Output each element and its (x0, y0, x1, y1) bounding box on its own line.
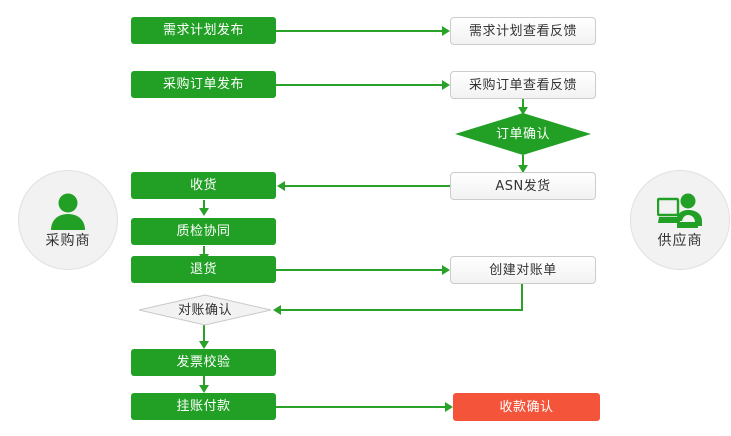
connector-demand-plan (276, 30, 442, 32)
arrowhead-return-to-statement (442, 265, 450, 275)
node-po-publish[interactable]: 采购订单发布 (131, 71, 276, 98)
node-label: 质检协同 (176, 224, 231, 239)
actor-buyer[interactable]: 采购商 (18, 170, 118, 270)
arrowhead-asn-to-receive (277, 181, 285, 191)
connector-confirm-to-asn (522, 155, 524, 174)
node-label: 退货 (189, 262, 217, 277)
connector-return-to-statement (276, 269, 442, 271)
connector-statement-left (281, 309, 523, 311)
node-label: 收款确认 (499, 399, 554, 415)
person-at-computer-icon (657, 193, 702, 228)
node-pending-payment[interactable]: 挂账付款 (131, 393, 276, 420)
connector-payment-to-receipt (276, 406, 445, 408)
arrowhead-po-to-confirm (518, 107, 528, 115)
node-statement-confirm[interactable]: 对账确认 (138, 294, 272, 326)
connector-confirm-to-invoice (203, 325, 205, 343)
arrowhead-invoice-to-payment (199, 385, 209, 393)
node-label: 发票校验 (176, 355, 231, 370)
node-quality-check[interactable]: 质检协同 (131, 218, 276, 245)
node-label: 需求计划查看反馈 (468, 23, 577, 39)
diamond-shape-gray (138, 294, 272, 326)
arrowhead-receive-to-qc (199, 208, 209, 216)
connector-invoice-to-payment (203, 376, 205, 388)
arrowhead-demand-plan (442, 26, 450, 36)
actor-buyer-label: 采购商 (45, 233, 91, 249)
node-label: 采购订单发布 (162, 77, 244, 92)
connector-po-publish (276, 84, 442, 86)
connector-receive-to-qc (203, 200, 205, 210)
actor-supplier-label: 供应商 (657, 233, 703, 249)
node-return-goods[interactable]: 退货 (131, 256, 276, 283)
node-asn-shipment[interactable]: ASN发货 (450, 172, 596, 200)
diamond-shape-green (455, 113, 591, 155)
connector-qc-to-return (203, 246, 205, 256)
node-demand-plan-feedback[interactable]: 需求计划查看反馈 (450, 17, 596, 45)
node-demand-plan-publish[interactable]: 需求计划发布 (131, 17, 276, 44)
node-receipt-confirm[interactable]: 收款确认 (453, 393, 600, 421)
node-label: 对账确认 (177, 302, 232, 318)
node-label: 挂账付款 (176, 399, 231, 414)
arrowhead-payment-to-receipt (445, 402, 453, 412)
node-label: 订单确认 (495, 126, 550, 142)
node-create-statement[interactable]: 创建对账单 (450, 256, 596, 284)
actor-supplier[interactable]: 供应商 (630, 170, 730, 270)
connector-statement-down (521, 283, 523, 310)
node-label: 收货 (189, 178, 217, 193)
node-label: 采购订单查看反馈 (468, 77, 577, 93)
arrowhead-statement-to-confirm (273, 305, 281, 315)
node-label: 创建对账单 (489, 262, 557, 278)
node-invoice-verify[interactable]: 发票校验 (131, 349, 276, 376)
arrowhead-confirm-to-asn (518, 165, 528, 173)
node-label: 需求计划发布 (162, 23, 244, 38)
arrowhead-confirm-to-invoice (199, 341, 209, 349)
node-receive-goods[interactable]: 收货 (131, 172, 276, 199)
node-po-feedback[interactable]: 采购订单查看反馈 (450, 71, 596, 99)
node-order-confirm[interactable]: 订单确认 (455, 113, 591, 155)
person-icon (51, 193, 85, 230)
connector-po-to-confirm (522, 98, 524, 115)
node-label: ASN发货 (495, 178, 551, 194)
connector-asn-to-receive (285, 185, 451, 187)
arrowhead-po-publish (442, 80, 450, 90)
